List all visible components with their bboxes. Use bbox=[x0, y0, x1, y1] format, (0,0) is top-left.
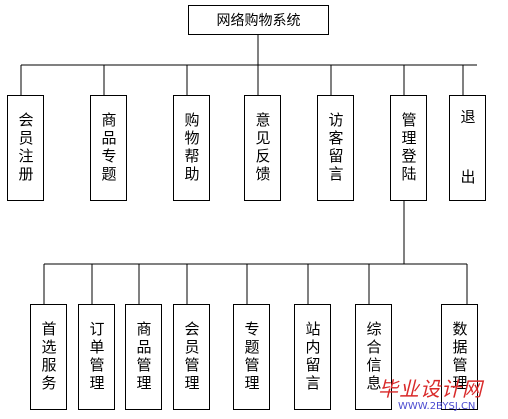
node-topic-management: 专题管理 bbox=[233, 304, 270, 410]
node-general-info: 综合信息 bbox=[355, 304, 392, 410]
node-admin-login: 管理登陆 bbox=[390, 95, 427, 201]
watermark-url: WWW.2BYSJ.CN bbox=[398, 401, 476, 412]
node-product-management: 商品管理 bbox=[125, 304, 162, 410]
node-preferred-service: 首选服务 bbox=[30, 304, 67, 410]
node-member-management: 会员管理 bbox=[173, 304, 210, 410]
watermark-text: 毕业设计网 bbox=[378, 377, 483, 401]
root-label: 网络购物系统 bbox=[216, 13, 301, 29]
node-member-register: 会员注册 bbox=[7, 95, 44, 201]
node-order-management: 订单管理 bbox=[78, 304, 115, 410]
watermark: 毕业设计网 WWW.2BYSJ.CN bbox=[378, 373, 506, 417]
node-shopping-help: 购物帮助 bbox=[173, 95, 210, 201]
root-node: 网络购物系统 bbox=[188, 5, 329, 35]
node-guestbook: 访客留言 bbox=[317, 95, 354, 201]
node-exit: 退 出 bbox=[449, 95, 486, 201]
node-site-messages: 站内留言 bbox=[294, 304, 331, 410]
node-data-management: 数据管理 bbox=[441, 304, 478, 410]
node-feedback: 意见反馈 bbox=[244, 95, 281, 201]
node-product-topics: 商品专题 bbox=[90, 95, 127, 201]
